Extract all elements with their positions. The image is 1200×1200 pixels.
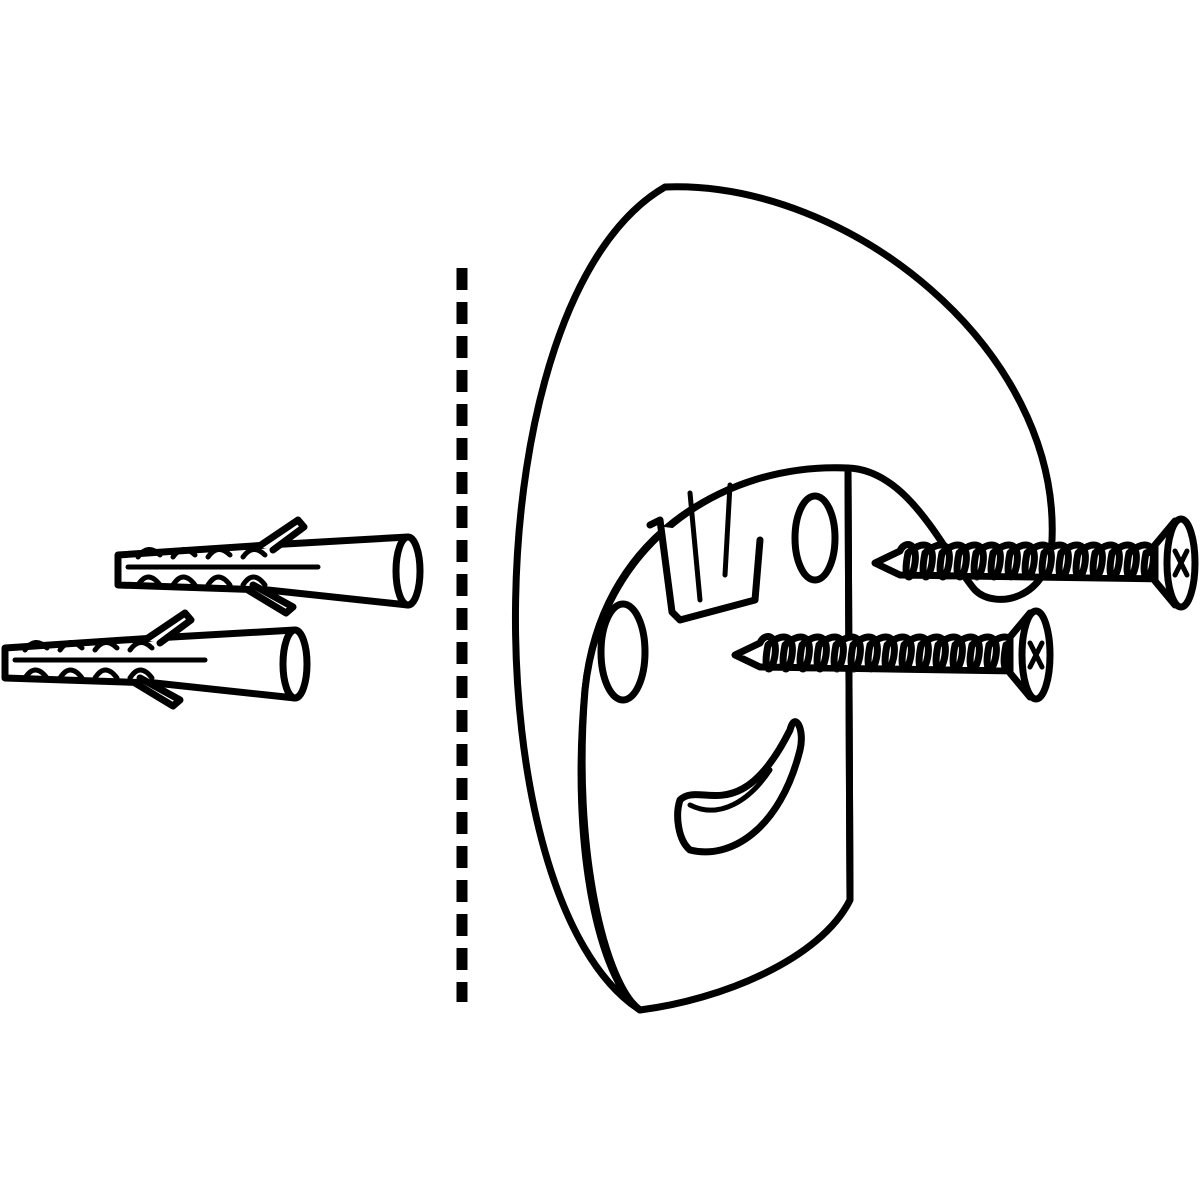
slot xyxy=(674,718,805,856)
screw-hole xyxy=(791,492,839,584)
screw-hole xyxy=(597,600,649,704)
wall-plug xyxy=(1,609,311,710)
wall-plug xyxy=(114,516,424,617)
hook xyxy=(511,183,1056,1014)
screw xyxy=(871,515,1199,611)
screw xyxy=(731,607,1054,703)
